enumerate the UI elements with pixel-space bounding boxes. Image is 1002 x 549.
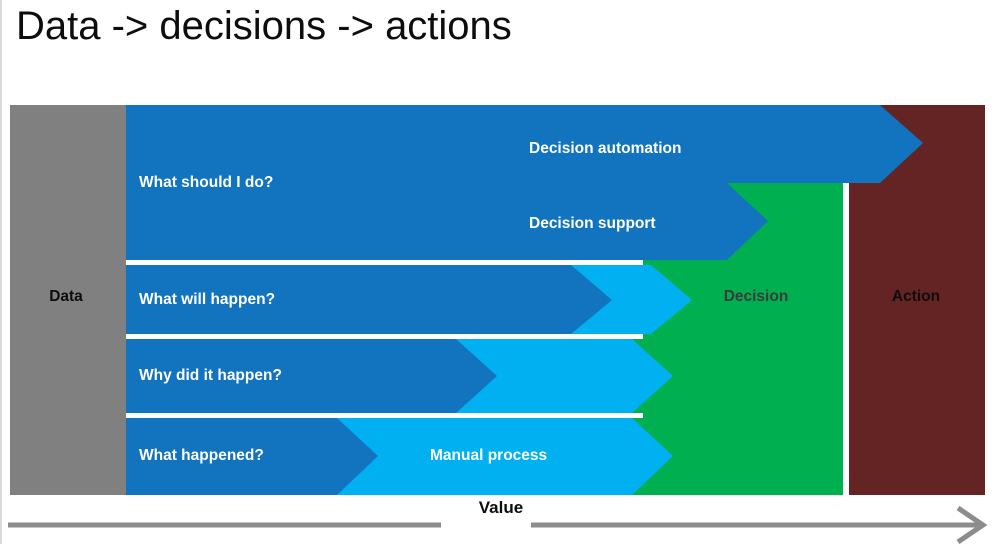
page-title: Data -> decisions -> actions [16, 4, 512, 48]
row-separator-3 [126, 413, 643, 418]
label-what-will-happen: What will happen? [139, 291, 275, 308]
column-data-block[interactable] [10, 105, 126, 495]
label-what-happened: What happened? [139, 447, 264, 464]
label-decision-support: Decision support [529, 215, 656, 232]
row-separator-1 [126, 260, 643, 265]
column-gap-divider [843, 183, 849, 495]
arrow-diagnostic-blue[interactable] [126, 339, 497, 413]
value-axis-label: Value [478, 498, 524, 517]
arrow-predictive-blue[interactable] [126, 265, 612, 334]
value-chain-diagram: What should I do? Decision automation De… [10, 105, 985, 495]
arrow-decision-support[interactable] [126, 183, 768, 260]
label-action: Action [892, 288, 940, 305]
label-decision: Decision [724, 288, 789, 305]
label-what-should-i-do: What should I do? [139, 174, 273, 191]
value-axis: Value [0, 498, 1002, 545]
arrow-descriptive-blue[interactable] [126, 418, 378, 495]
label-manual-process: Manual process [430, 447, 547, 464]
label-data: Data [49, 288, 83, 305]
value-axis-arrowhead-icon [956, 505, 988, 545]
row-separator-2 [126, 334, 643, 339]
label-why-did-it-happen: Why did it happen? [139, 367, 282, 384]
page-left-border [0, 0, 2, 544]
arrow-decision-automation[interactable] [126, 105, 923, 183]
label-decision-automation: Decision automation [529, 140, 681, 157]
